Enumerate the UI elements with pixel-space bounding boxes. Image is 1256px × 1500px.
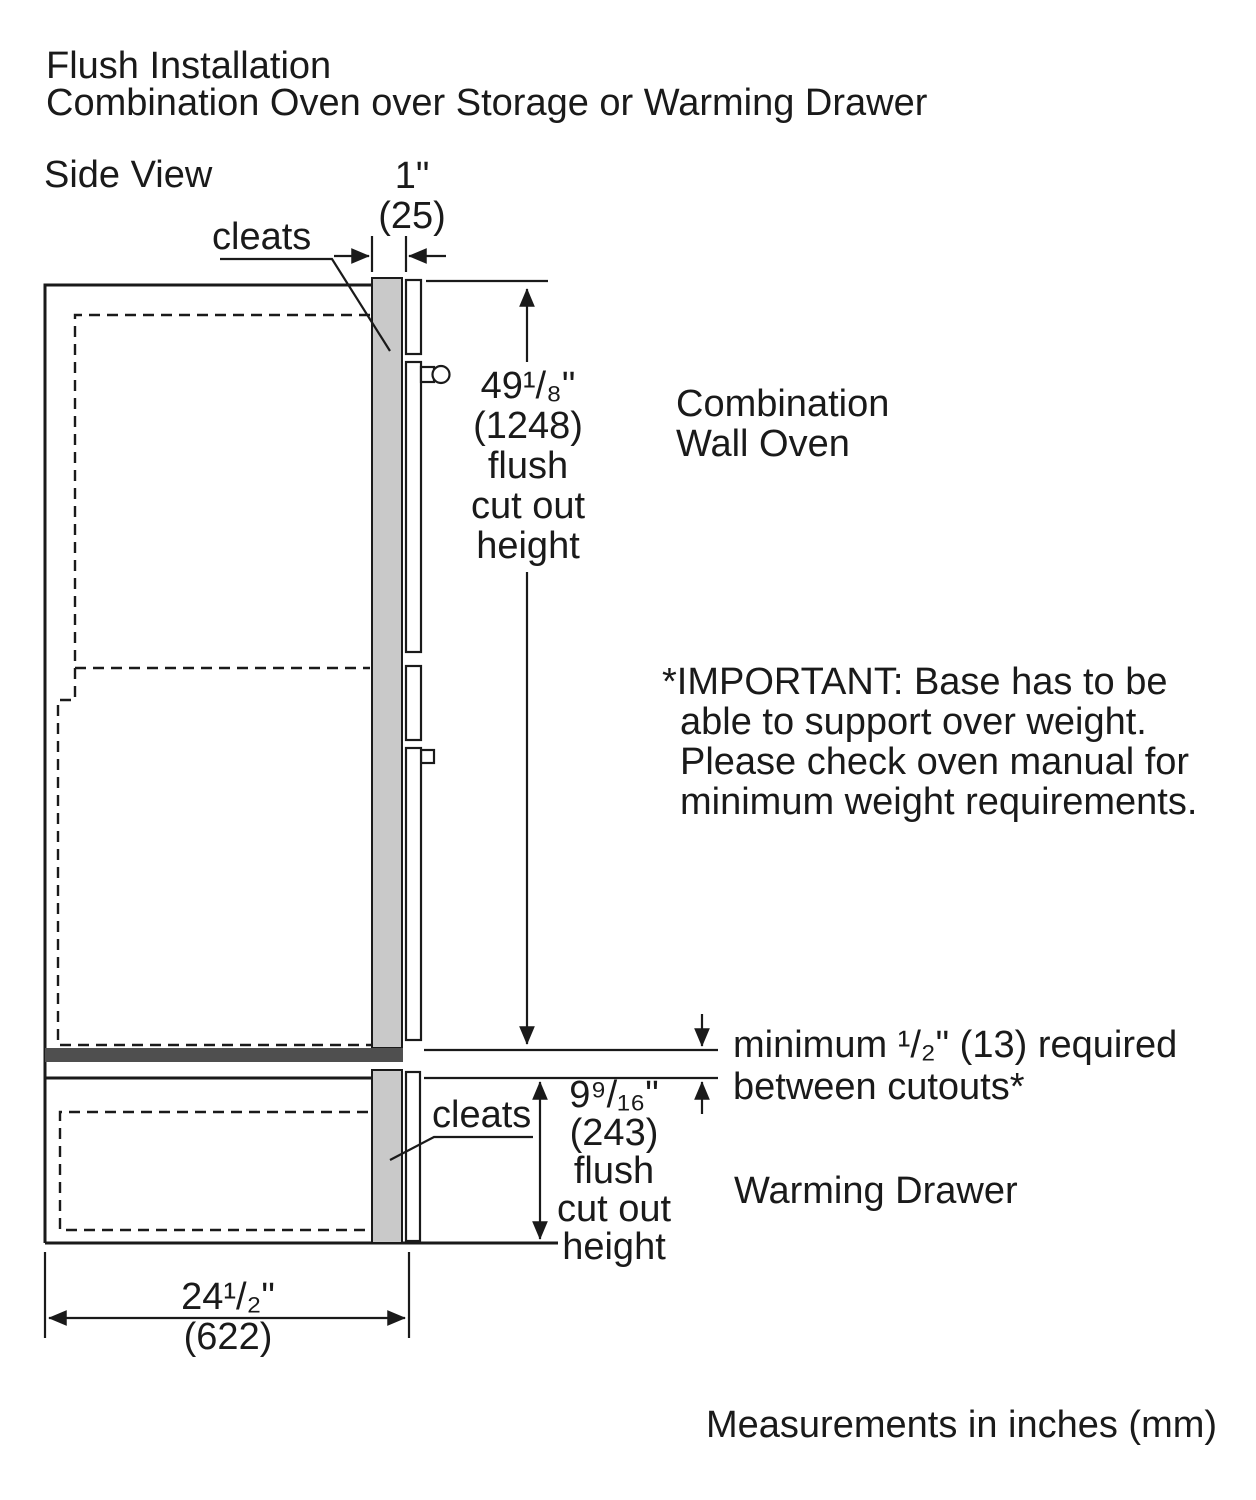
oven-cutout-desc-2: cut out [470,485,586,527]
side-view-label: Side View [44,154,213,196]
drawer-cutout-dimension: 9⁹/₁₆" (243) flush cut out height [552,1076,676,1266]
depth-mm: (622) [183,1316,273,1358]
drawer-cutout-desc-1: flush [573,1150,655,1192]
oven-label-line-1: Combination [676,383,890,425]
oven-front-top-trim [404,278,423,356]
oven-handle-knob [431,364,451,385]
page-title: Flush Installation Combination Oven over… [46,45,928,124]
gap-note-line-2: between cutouts* [733,1066,1025,1108]
title-line-2: Combination Oven over Storage or Warming… [46,82,928,124]
oven-front-upper-door [404,360,423,654]
cabinet-outline [43,283,372,1243]
oven-label-line-2: Wall Oven [676,423,850,465]
drawer-cutout-dashed [58,1110,368,1232]
cleats-label-top: cleats [212,216,312,258]
cleats-leader-bottom [389,1135,533,1161]
note-line-2: able to support over weight. [680,701,1147,743]
oven-handle-mount-lower [419,748,436,765]
drawer-cutout-inches: 9⁹/₁₆" [569,1074,659,1116]
title-line-1: Flush Installation [46,45,332,87]
minimum-gap-note: minimum ¹/₂" (13) required between cutou… [733,1024,1177,1108]
oven-cutout-desc-3: height [476,525,580,567]
note-line-4: minimum weight requirements. [680,781,1198,823]
warming-drawer-front [404,1070,422,1243]
depth-dimension: 24¹/₂" (622) [128,1277,328,1357]
oven-cutout-mm: (1248) [473,405,583,447]
support-base-band [45,1048,403,1062]
lower-cavity-dashed [56,668,372,1047]
oven-front-lower-door [404,746,423,1042]
note-line-3: Please check oven manual for [680,741,1190,783]
cleat-width-dimension: 1" (25) [352,156,472,236]
measurements-footer: Measurements in inches (mm) [706,1404,1218,1446]
drawer-cutout-mm: (243) [569,1112,659,1154]
note-line-1: *IMPORTANT: Base has to be [662,661,1168,703]
drawer-cutout-desc-2: cut out [556,1188,672,1230]
oven-cutout-desc-1: flush [487,445,569,487]
cleat-width-mm: (25) [378,195,446,237]
oven-cutout-inches: 49¹/₈" [480,365,576,407]
combination-wall-oven-label: Combination Wall Oven [676,384,889,464]
important-note: *IMPORTANT: Base has to be able to suppo… [662,662,1197,822]
gap-note-line-1: minimum ¹/₂" (13) required [733,1024,1178,1066]
warming-drawer-label: Warming Drawer [734,1170,1018,1212]
oven-cutout-dimension: 49¹/₈" (1248) flush cut out height [450,366,606,566]
oven-cutout-dashed [73,313,370,670]
depth-inches: 24¹/₂" [181,1276,275,1318]
cleat-width-inches: 1" [394,155,430,197]
cleat-strip-upper [371,277,403,1049]
drawer-cutout-desc-3: height [562,1226,666,1268]
oven-front-control-panel [404,664,423,742]
cleats-label-bottom: cleats [432,1094,532,1136]
cleats-leader-top [220,257,391,352]
